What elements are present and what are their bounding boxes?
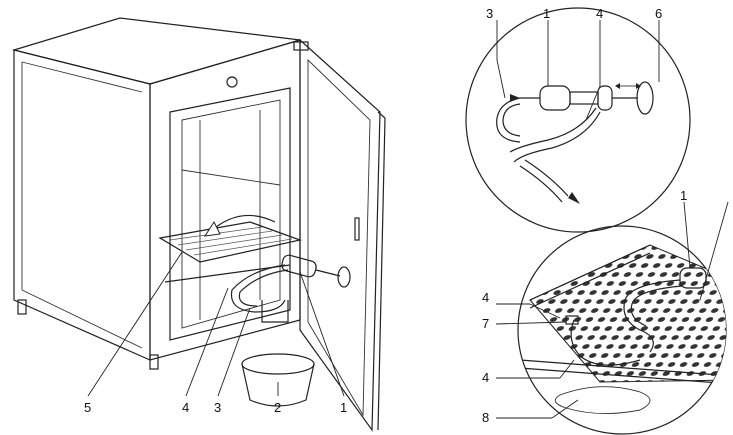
drain-hose — [230, 264, 286, 313]
foot — [149, 354, 159, 370]
callout-4: 4 — [482, 290, 489, 305]
water-puddle — [554, 386, 651, 415]
right-top-callouts: 3 1 4 6 — [486, 6, 662, 21]
drain-pump — [281, 254, 351, 288]
callout-4: 4 — [482, 370, 489, 385]
detail-circle-top — [465, 7, 691, 233]
outlet-hose — [524, 159, 569, 197]
pump-plunger-knob — [636, 81, 654, 115]
callout-3: 3 — [486, 6, 493, 21]
shelf — [158, 221, 303, 263]
callout-4: 4 — [182, 400, 189, 415]
open-door — [299, 38, 381, 432]
callout-5: 5 — [84, 400, 91, 415]
pump-detail-view — [465, 7, 691, 233]
callout-6: 6 — [655, 6, 662, 21]
water-basin — [241, 353, 315, 407]
callout-3: 3 — [214, 400, 221, 415]
shelf-detail-view — [495, 201, 729, 435]
left-callouts: 5 4 3 2 1 — [84, 400, 347, 415]
callout-7: 7 — [482, 316, 489, 331]
incubator-illustration — [11, 17, 386, 432]
cabinet-top — [11, 17, 301, 85]
hose — [623, 279, 681, 353]
foot — [17, 299, 27, 315]
cabinet-front — [149, 39, 301, 361]
control-knob — [226, 76, 238, 88]
callout-8: 8 — [482, 410, 489, 425]
door-hinge — [293, 41, 309, 51]
callout-1: 1 — [543, 6, 550, 21]
inlet-hose — [496, 97, 521, 143]
cup — [261, 300, 289, 323]
chamber-opening — [169, 87, 291, 341]
callout-1: 1 — [340, 400, 347, 415]
callout-2: 2 — [274, 400, 281, 415]
door-handle — [354, 217, 360, 241]
pump-body — [539, 85, 571, 111]
callout-1: 1 — [680, 188, 687, 203]
right-bottom-callouts: 1 4 7 4 8 — [482, 188, 687, 425]
cabinet-side — [13, 49, 151, 361]
callout-4: 4 — [596, 6, 603, 21]
arrow-head — [203, 220, 221, 237]
